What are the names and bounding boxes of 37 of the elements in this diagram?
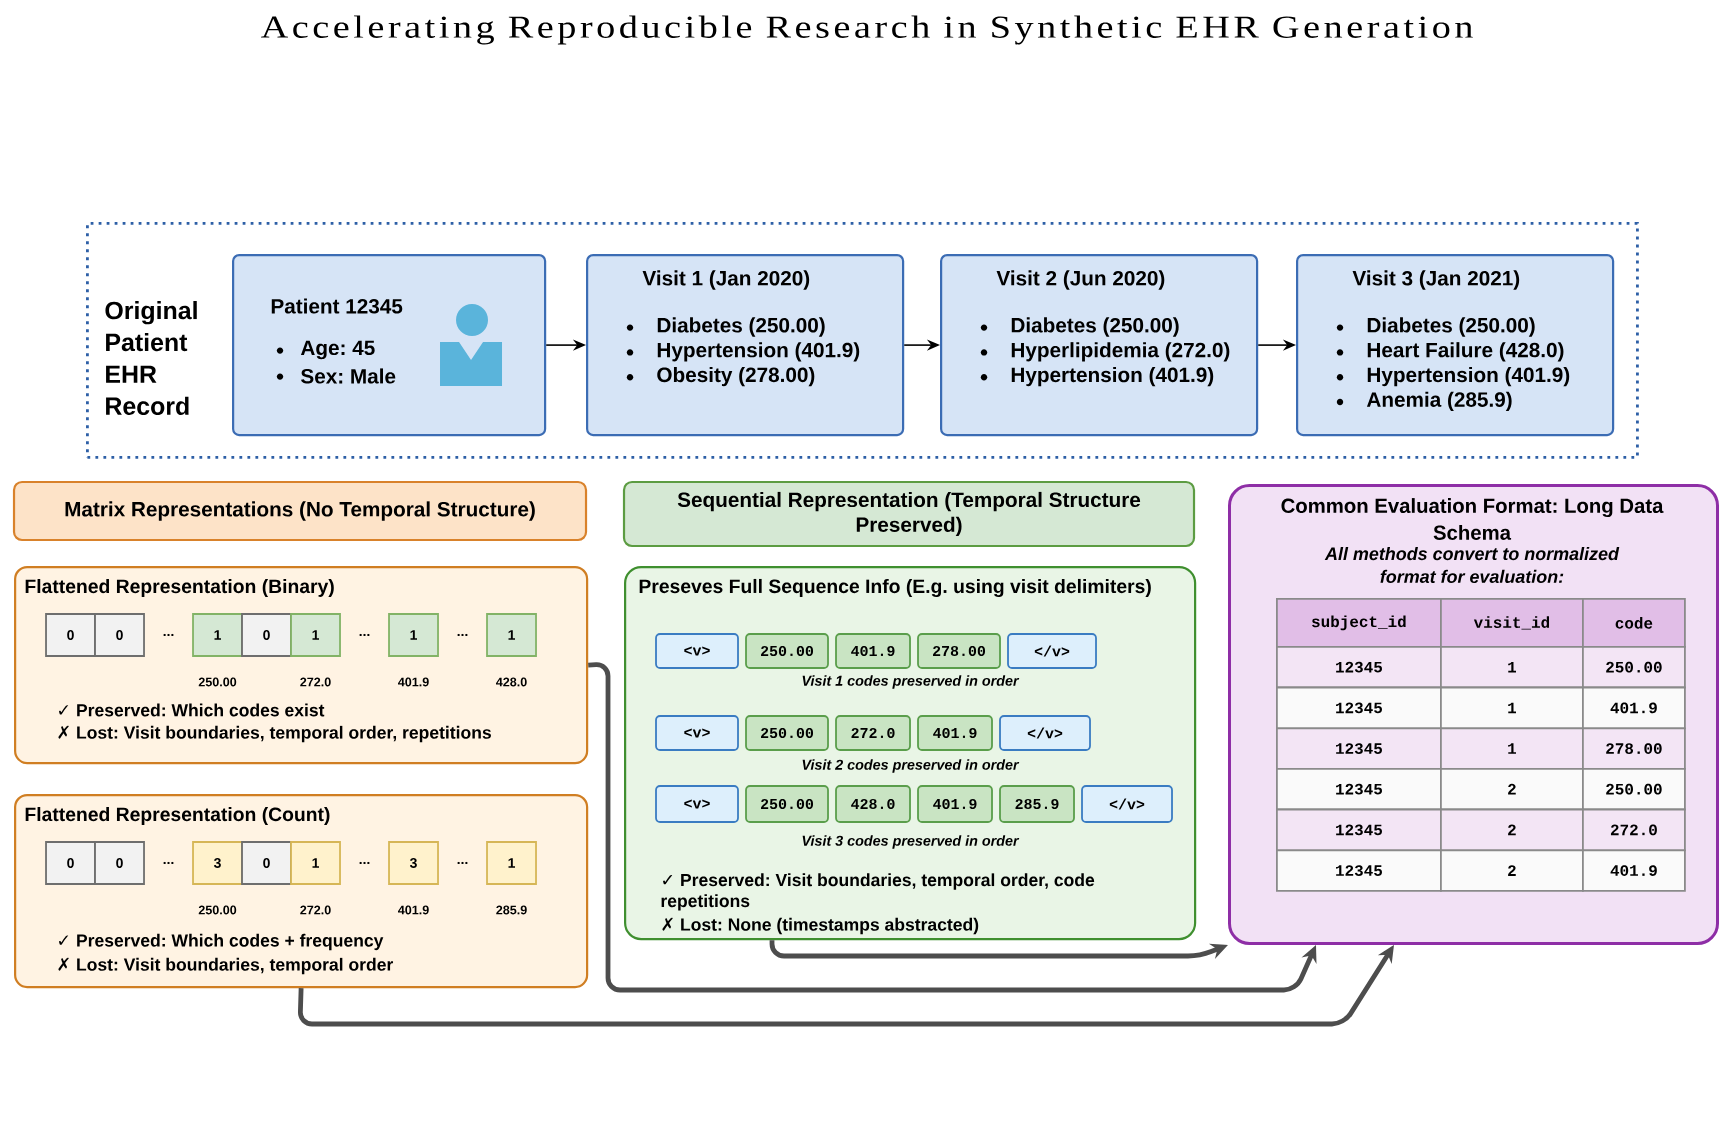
note-text: ✓ Preserved: Visit boundaries, temporal order, code repetitions xyxy=(661,873,1095,911)
bullet-item: Hypertension (401.9) xyxy=(980,366,1214,387)
box-heading: Patient 12345 xyxy=(271,298,403,314)
note-text: ✗ Lost: None (timestamps abstracted) xyxy=(662,917,979,935)
box-heading: Visit 3 (Jan 2021) xyxy=(1352,270,1520,290)
visit-box xyxy=(1296,254,1615,437)
note-text: ✗ Lost: Visit boundaries, temporal order, repetitions xyxy=(58,725,491,743)
dotted-frame xyxy=(86,222,1639,459)
title: Accelerating Reproducible Research in Synthetic EHR Generation xyxy=(261,15,1473,45)
bullet-item: Hyperlipidemia (272.0) xyxy=(980,342,1230,362)
panel-title: Common Evaluation Format: Long Data Schema xyxy=(1281,498,1664,540)
bullet-item: Anemia (285.9) xyxy=(1336,391,1512,412)
patient-box xyxy=(232,254,547,437)
box-heading: Visit 1 (Jan 2020) xyxy=(642,270,810,290)
bullet-item: Diabetes (250.00) xyxy=(626,317,825,337)
bullet-item: Obesity (278.00) xyxy=(626,366,815,387)
section-header: Sequential Representation (Temporal Structure Preserved) xyxy=(622,480,1196,548)
bullet-item: Hypertension (401.9) xyxy=(626,342,860,362)
bullet-item: Heart Failure (428.0) xyxy=(1336,342,1564,362)
visit-box xyxy=(940,254,1259,437)
bullet-item: Hypertension (401.9) xyxy=(1336,366,1570,387)
bullet-item: Age: 45 xyxy=(276,340,375,360)
note-text: ✓ Preserved: Which codes + frequency xyxy=(59,933,384,951)
bullet-item: Diabetes (250.00) xyxy=(1336,317,1535,337)
panel-title: Flattened Representation (Binary) xyxy=(25,579,334,597)
bullet-item: Diabetes (250.00) xyxy=(980,317,1179,337)
panel-subtitle: All methods convert to normalized format for evaluation: xyxy=(1324,546,1620,584)
section-heading: Original Patient EHR Record xyxy=(105,301,197,415)
panel-title: Preseves Full Sequence Info (E.g. using visit delimiters) xyxy=(639,578,1151,598)
bullet-item: Sex: Male xyxy=(276,368,396,384)
visit-box xyxy=(586,254,905,437)
arrow xyxy=(588,662,1317,993)
panel-title: Flattened Representation (Count) xyxy=(25,807,330,825)
box-heading: Visit 2 (Jun 2020) xyxy=(996,270,1165,290)
note-text: ✗ Lost: Visit boundaries, temporal order xyxy=(58,957,393,975)
section-header: Matrix Representations (No Temporal Structure) xyxy=(12,480,588,542)
note-text: ✓ Preserved: Which codes exist xyxy=(59,703,325,717)
